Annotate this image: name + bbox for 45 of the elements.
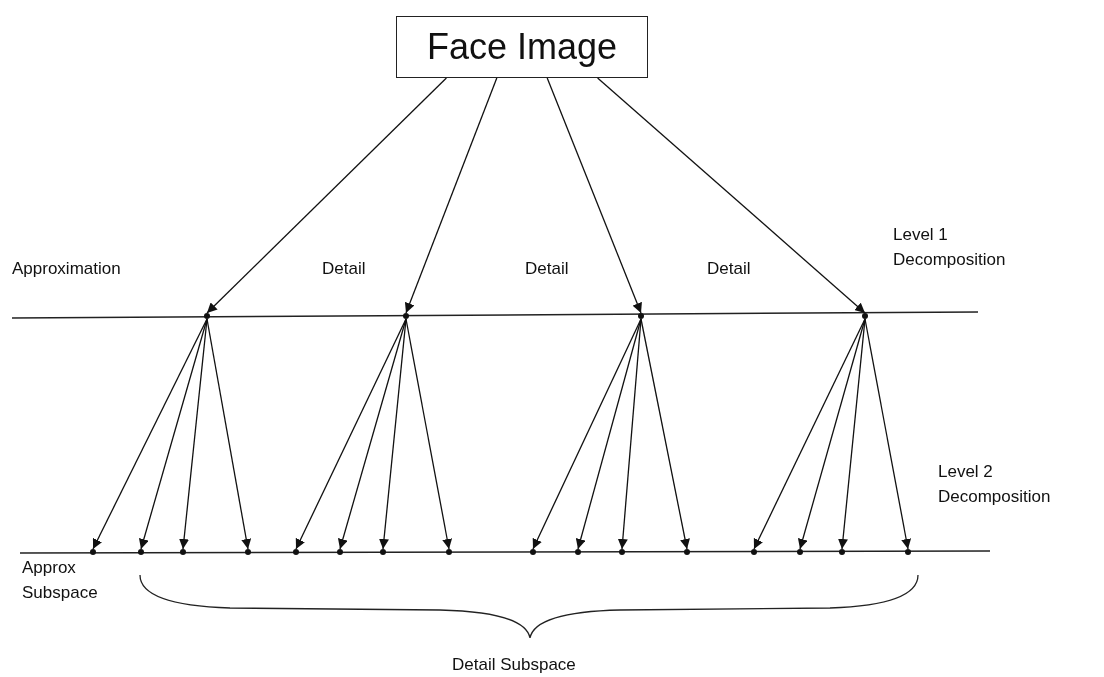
arrow (206, 77, 448, 314)
text-label: Detail Subspace (452, 654, 576, 676)
junction-dot (380, 549, 386, 555)
junction-dot (446, 549, 452, 555)
arrow (753, 318, 866, 550)
arrow (92, 318, 208, 550)
text-label: Level 2 Decomposition (938, 461, 1052, 508)
arrow (640, 318, 690, 550)
arrow (546, 77, 642, 314)
junction-dot (619, 549, 625, 555)
text-label: Approx Subspace (22, 557, 99, 604)
junction-dot (293, 549, 299, 555)
arrow (532, 318, 642, 550)
arrow (179, 318, 208, 550)
text-label: Detail (707, 258, 751, 280)
junction-dot (180, 549, 186, 555)
junction-dot (90, 549, 96, 555)
junction-dot (530, 549, 536, 555)
arrow (864, 318, 912, 550)
arrow (617, 318, 642, 550)
junction-dot (138, 549, 144, 555)
text-label: Detail (525, 258, 569, 280)
junction-dot (204, 313, 210, 319)
junction-dot (905, 549, 911, 555)
text-label: Approximation (12, 258, 121, 280)
junction-dot (337, 549, 343, 555)
junction-dot (245, 549, 251, 555)
junction-dot (751, 549, 757, 555)
junction-dot (575, 549, 581, 555)
junction-dot (839, 549, 845, 555)
junction-dot (684, 549, 690, 555)
process-box: Face Image (396, 16, 648, 78)
junction-dot (638, 313, 644, 319)
text-label: Detail (322, 258, 366, 280)
arrow (405, 318, 453, 550)
arrow (295, 318, 407, 550)
arrow (838, 318, 866, 550)
arrow (404, 77, 498, 314)
arrow (206, 318, 252, 550)
text-label: Level 1 Decomposition (893, 224, 1007, 271)
arrow (379, 318, 407, 550)
junction-dot (862, 313, 868, 319)
arrow (596, 77, 866, 314)
junction-dot (403, 313, 409, 319)
junction-dot (797, 549, 803, 555)
